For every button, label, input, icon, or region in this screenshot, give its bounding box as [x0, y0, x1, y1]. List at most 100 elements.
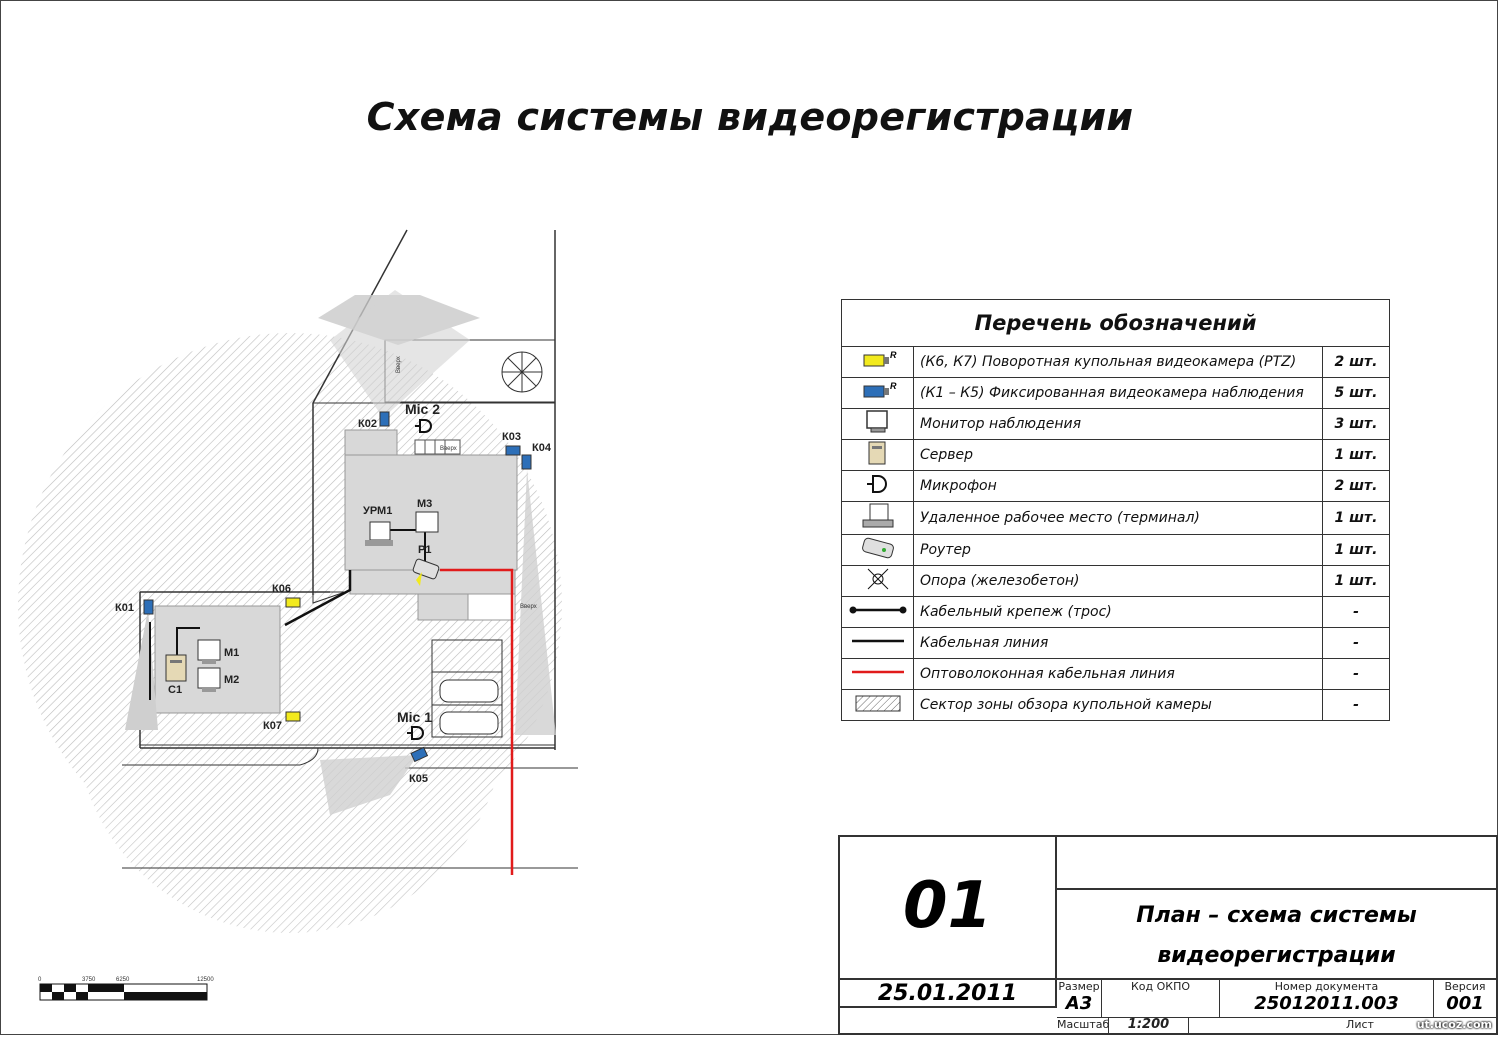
size-value: A3 — [1065, 993, 1093, 1014]
legend-row: Кабельная линия - — [841, 627, 1390, 659]
svg-text:R: R — [890, 350, 897, 360]
fixed-camera-k03-icon — [505, 445, 521, 456]
legend-text: (К1 – К5) Фиксированная видеокамера набл… — [913, 377, 1323, 409]
cable-mount-icon — [849, 606, 906, 614]
label-p1: P1 — [418, 544, 431, 556]
label-m1: M1 — [224, 647, 239, 659]
legend-text: Кабельный крепеж (трос) — [913, 596, 1323, 628]
site-plan: Вверх Вверх Вверх К01 К02 К03 К04 К05 К0… — [18, 229, 578, 1001]
legend-row: Сервер 1 шт. — [841, 439, 1390, 471]
docnum-value: 25012011.003 — [1254, 993, 1399, 1014]
stair-note-1: Вверх — [440, 446, 457, 452]
fixed-camera-icon: R — [863, 381, 897, 398]
label-k03: К03 — [502, 431, 521, 443]
legend-title: Перечень обозначений — [841, 299, 1390, 347]
legend-row: R (К6, К7) Поворотная купольная видеокам… — [841, 346, 1390, 378]
legend-qty: 1 шт. — [1322, 501, 1390, 535]
legend-row: Роутер 1 шт. — [841, 534, 1390, 566]
legend-qty: - — [1322, 658, 1390, 690]
legend-qty: 1 шт. — [1322, 534, 1390, 566]
scale-value: 1:200 — [1127, 1017, 1170, 1032]
fixed-camera-k01-icon — [143, 599, 154, 615]
legend-row: Сектор зоны обзора купольной камеры - — [841, 689, 1390, 721]
legend-text: Роутер — [913, 534, 1323, 566]
hatch-sector-icon — [855, 695, 900, 712]
legend-qty: - — [1322, 689, 1390, 721]
server-icon — [868, 441, 885, 465]
scale-tick-3: 12500 — [197, 977, 214, 983]
legend-qty: 3 шт. — [1322, 408, 1390, 440]
ptz-camera-k07-icon — [285, 711, 301, 722]
legend-text: (К6, К7) Поворотная купольная видеокамер… — [913, 346, 1323, 378]
legend-qty: - — [1322, 596, 1390, 628]
docnum-label: Номер документа — [1274, 980, 1379, 993]
legend-qty: 1 шт. — [1322, 565, 1390, 597]
legend-row: Удаленное рабочее место (терминал) 1 шт. — [841, 501, 1390, 535]
legend-text: Оптоволоконная кабельная линия — [913, 658, 1323, 690]
watermark: ut.ucoz.com — [1416, 1018, 1492, 1031]
fixed-camera-k04-icon — [521, 454, 532, 470]
label-mic2: Mic 2 — [405, 401, 440, 417]
monitor-m3-icon — [415, 511, 439, 533]
mic-2-icon — [415, 419, 432, 433]
stair-note-2: Вверх — [520, 604, 537, 610]
page-title: Схема системы видеорегистрации — [366, 95, 1134, 139]
legend-qty: 2 шт. — [1322, 346, 1390, 378]
legend-text: Монитор наблюдения — [913, 408, 1323, 440]
legend-row: Микрофон 2 шт. — [841, 470, 1390, 502]
size-label: Размер — [1058, 980, 1100, 993]
legend-text: Микрофон — [913, 470, 1323, 502]
stair-note-3: Вверх — [396, 356, 402, 373]
svg-text:R: R — [890, 381, 897, 391]
legend-table: Перечень обозначений R (К6, К7) Поворотн… — [841, 299, 1390, 721]
label-mic1: Mic 1 — [397, 709, 432, 725]
label-k07: К07 — [263, 720, 282, 732]
legend-row: Кабельный крепеж (трос) - — [841, 596, 1390, 628]
okpo-label: Код ОКПО — [1130, 980, 1191, 993]
title-block: 01 25.01.2011 План – схема системы видео… — [838, 835, 1498, 1035]
router-icon — [861, 537, 894, 559]
legend-qty: 1 шт. — [1322, 439, 1390, 471]
scale-bar: 0 3750 6250 12500 — [38, 977, 214, 1001]
doc-title-line1: План – схема системы — [1136, 903, 1417, 928]
label-k02: К02 — [358, 418, 377, 430]
monitor-m2-icon — [197, 667, 221, 692]
ptz-camera-k06-icon — [285, 597, 301, 608]
label-m2: M2 — [224, 674, 239, 686]
fixed-camera-k02-icon — [379, 411, 390, 427]
ptz-camera-icon: R — [863, 350, 897, 367]
pole-icon — [867, 568, 888, 590]
sheet-number: 01 — [902, 869, 993, 943]
fiber-line-icon — [851, 670, 904, 674]
scale-tick-1: 3750 — [82, 977, 96, 983]
monitor-m1-icon — [197, 639, 221, 664]
legend-text: Опора (железобетон) — [913, 565, 1323, 597]
server-c1-icon — [165, 654, 187, 682]
label-k05: К05 — [409, 773, 428, 785]
legend-text: Кабельная линия — [913, 627, 1323, 659]
microphone-icon — [866, 475, 887, 493]
label-k04: К04 — [532, 442, 552, 454]
legend-qty: 5 шт. — [1322, 377, 1390, 409]
legend-row: Опора (железобетон) 1 шт. — [841, 565, 1390, 597]
legend-row: Монитор наблюдения 3 шт. — [841, 408, 1390, 440]
terminal-urm1-icon — [365, 521, 393, 546]
mic-1-icon — [407, 726, 424, 740]
version-value: 001 — [1446, 993, 1484, 1014]
label-urm1: УРМ1 — [363, 505, 392, 517]
version-label: Версия — [1444, 980, 1486, 993]
legend-row: Оптоволоконная кабельная линия - — [841, 658, 1390, 690]
label-k06: К06 — [272, 583, 291, 595]
scale-label: Масштаб — [1057, 1018, 1110, 1031]
legend-row: R (К1 – К5) Фиксированная видеокамера на… — [841, 377, 1390, 409]
scale-tick-0: 0 — [38, 977, 42, 983]
label-m3: M3 — [417, 498, 432, 510]
legend-qty: 2 шт. — [1322, 470, 1390, 502]
doc-title-line2: видеорегистрации — [1157, 943, 1396, 968]
legend-text: Сектор зоны обзора купольной камеры — [913, 689, 1323, 721]
label-k01: К01 — [115, 602, 134, 614]
sheet-label: Лист — [1346, 1018, 1374, 1031]
drawing-date: 25.01.2011 — [877, 981, 1018, 1006]
scale-tick-2: 6250 — [116, 977, 130, 983]
